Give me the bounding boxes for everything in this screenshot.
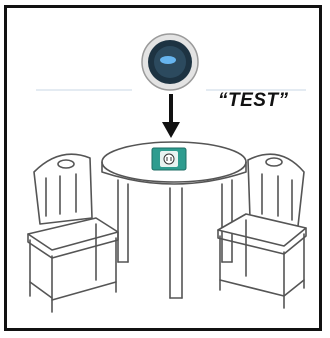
plug-in-tester-icon [152, 148, 186, 170]
smart-sensor-device-icon [142, 34, 198, 90]
left-chair [28, 154, 118, 312]
test-label: “TEST” [218, 90, 289, 112]
right-chair [218, 154, 306, 308]
down-arrow-icon [162, 94, 180, 138]
